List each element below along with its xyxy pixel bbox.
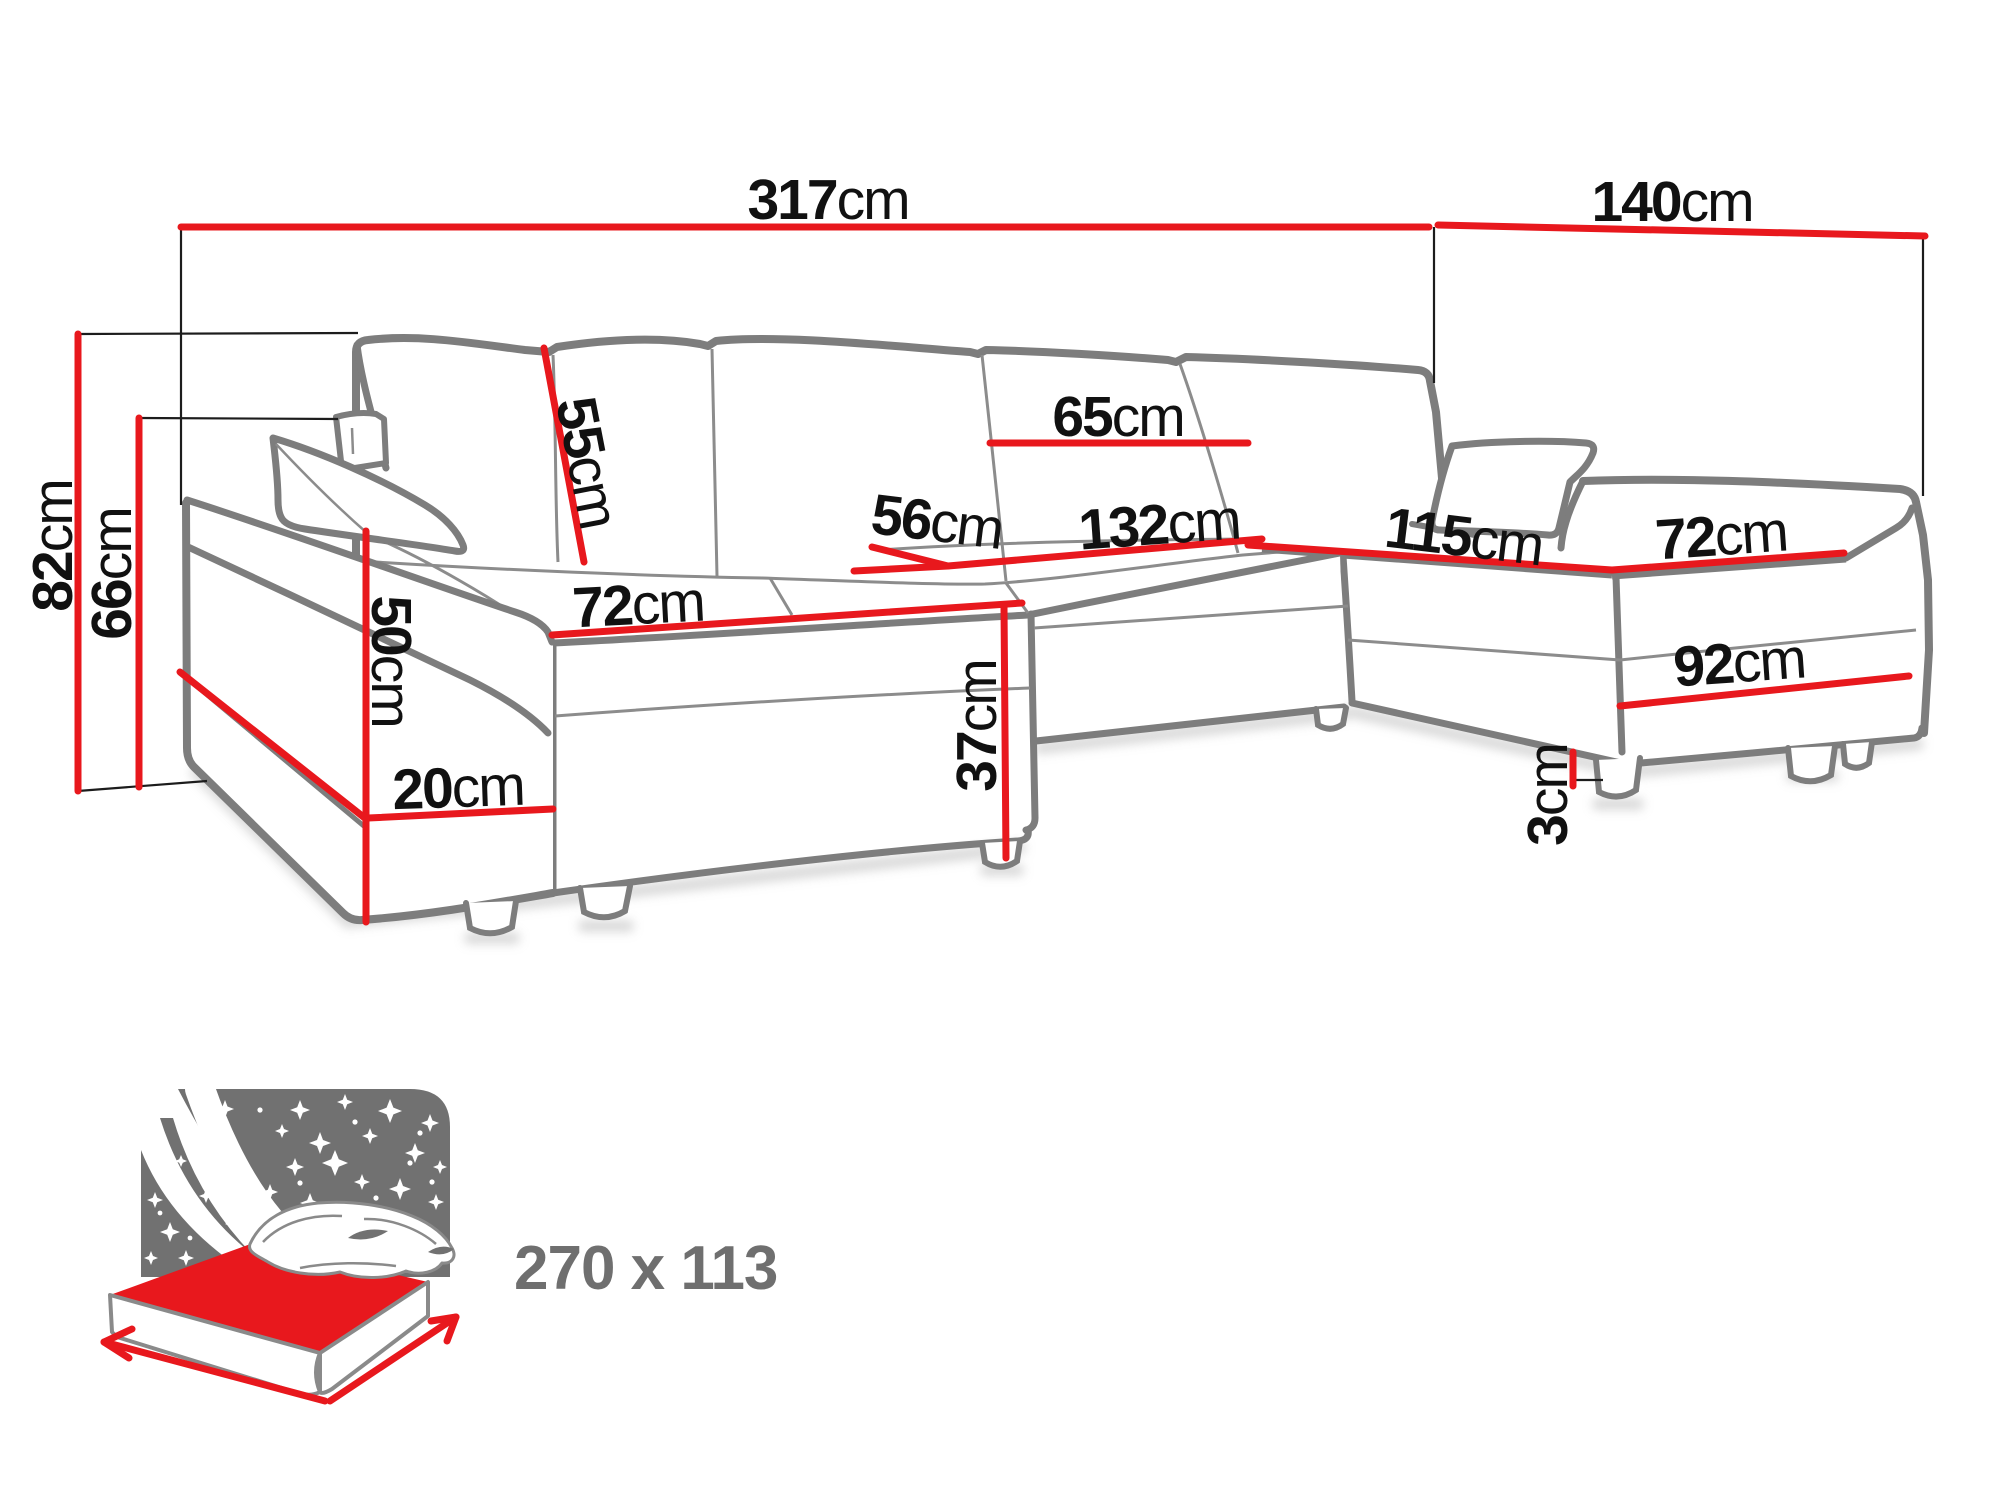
- svg-text:140cm: 140cm: [1591, 170, 1752, 234]
- svg-text:92cm: 92cm: [1671, 626, 1807, 699]
- svg-text:72cm: 72cm: [571, 570, 706, 641]
- svg-text:56cm: 56cm: [868, 482, 1006, 562]
- svg-text:317cm: 317cm: [747, 168, 908, 232]
- svg-text:65cm: 65cm: [1052, 385, 1183, 449]
- svg-text:270 x 113: 270 x 113: [514, 1234, 777, 1303]
- svg-text:66cm: 66cm: [80, 508, 144, 639]
- svg-text:37cm: 37cm: [945, 660, 1009, 791]
- svg-text:20cm: 20cm: [391, 754, 525, 823]
- svg-text:3cm: 3cm: [1516, 744, 1580, 846]
- svg-text:72cm: 72cm: [1653, 499, 1789, 572]
- svg-text:132cm: 132cm: [1076, 487, 1241, 562]
- svg-text:82cm: 82cm: [21, 480, 85, 611]
- svg-text:50cm: 50cm: [359, 595, 423, 726]
